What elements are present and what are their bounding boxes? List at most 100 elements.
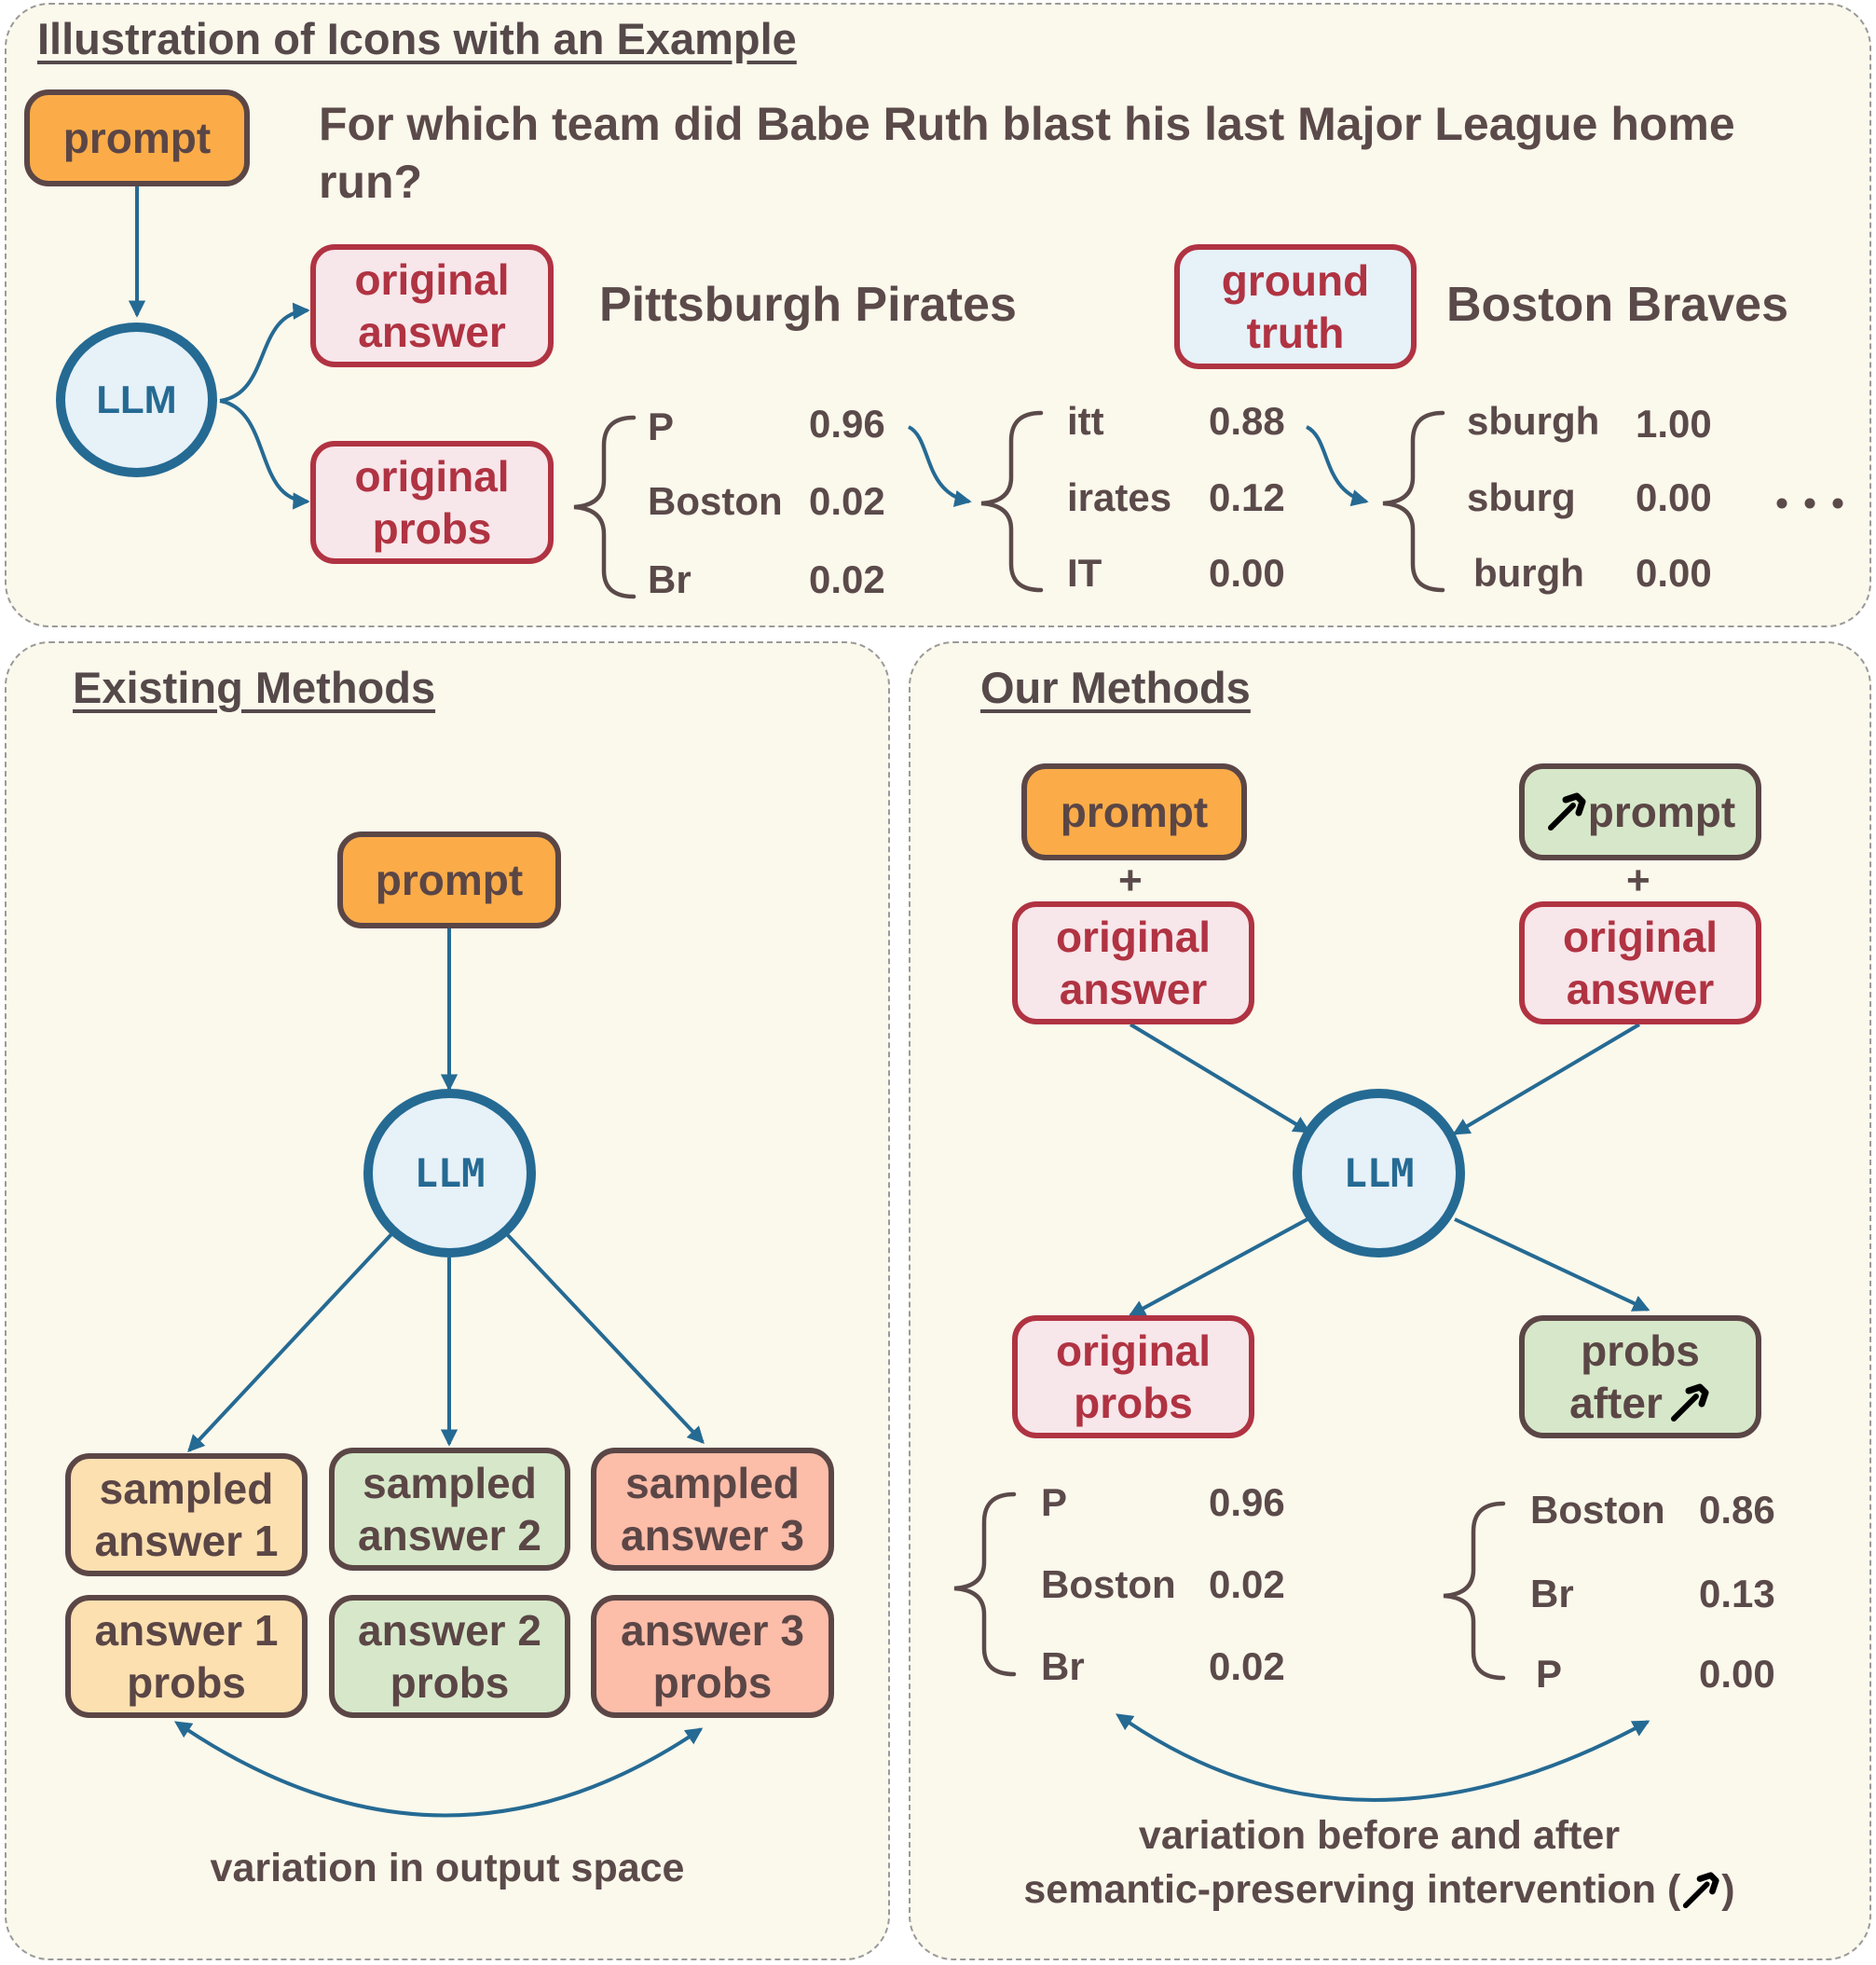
answer-3-probs-line2: probs xyxy=(652,1658,773,1707)
original-probs-line2: probs xyxy=(372,504,492,553)
token: Br xyxy=(1530,1572,1574,1615)
token: P xyxy=(1041,1480,1068,1524)
arrow-answer-to-llm-left xyxy=(1129,1023,1311,1134)
answer-2-probs-box: answer 2 probs xyxy=(329,1595,570,1718)
ellipsis-dots xyxy=(1776,498,1843,509)
sampled-answer-2-line2: answer 2 xyxy=(358,1511,541,1560)
token: sburg xyxy=(1467,475,1576,519)
hammer-icon xyxy=(1547,792,1586,831)
token: itt xyxy=(1067,399,1104,443)
probs-after-line2-row: after xyxy=(1569,1377,1711,1429)
probs-after-box: probs after xyxy=(1519,1315,1761,1438)
sampled-answer-1-line1: sampled xyxy=(99,1464,274,1513)
sampled-answer-1-line2: answer 1 xyxy=(94,1517,279,1565)
token-prob: 0.86 xyxy=(1699,1488,1775,1532)
token-prob: 0.02 xyxy=(1209,1562,1285,1606)
brace-ours-left xyxy=(953,1491,1017,1677)
token-prob: 0.88 xyxy=(1209,399,1285,443)
existing-methods-heading: Existing Methods xyxy=(73,663,436,712)
token: Br xyxy=(648,557,692,601)
intervened-prompt-box: prompt xyxy=(1519,763,1761,860)
ours-caption-line2-end: ) xyxy=(1721,1867,1735,1912)
token-prob: 0.12 xyxy=(1209,475,1285,519)
token-prob: 0.02 xyxy=(809,557,885,601)
ground-truth-line1: ground xyxy=(1221,256,1370,305)
prompt-box-top: prompt xyxy=(24,89,250,186)
original-probs-line1: original xyxy=(1055,1326,1212,1375)
prompt-label: prompt xyxy=(62,114,212,162)
existing-caption: variation in output space xyxy=(210,1846,685,1890)
token: irates xyxy=(1067,475,1172,519)
arrow-llm-to-sample-3 xyxy=(503,1230,705,1445)
answer-1-probs-line2: probs xyxy=(127,1658,246,1707)
token: Boston xyxy=(648,479,783,523)
brace-top-2 xyxy=(980,410,1044,593)
original-answer-line2: answer xyxy=(1566,965,1715,1013)
token: IT xyxy=(1067,551,1102,595)
arrow-llm-to-probs-after xyxy=(1454,1217,1650,1312)
ground-truth-line2: truth xyxy=(1246,309,1345,357)
token-prob: 0.13 xyxy=(1699,1572,1775,1615)
llm-label: LLM xyxy=(1343,1150,1415,1196)
prompt-label: prompt xyxy=(375,856,524,904)
arrow-llm-to-original-probs xyxy=(1128,1217,1308,1317)
answer-2-probs-line1: answer 2 xyxy=(358,1606,541,1655)
sampled-answer-2-box: sampled answer 2 xyxy=(329,1448,570,1571)
our-methods-panel xyxy=(909,641,1871,1960)
llm-label: LLM xyxy=(414,1150,486,1196)
plus-sign-right: + xyxy=(1626,858,1650,903)
answer-3-probs-line1: answer 3 xyxy=(621,1606,804,1655)
token: burgh xyxy=(1473,551,1584,595)
arrow-token-step-2 xyxy=(1305,425,1369,507)
probs-after-line2: after xyxy=(1569,1379,1663,1427)
hammer-icon xyxy=(1683,1871,1719,1908)
original-answer-line2: answer xyxy=(1059,965,1208,1013)
answer-3-probs-box: answer 3 probs xyxy=(591,1595,834,1718)
brace-ours-right xyxy=(1443,1501,1506,1681)
brace-top-3 xyxy=(1382,410,1445,593)
sampled-answer-3-line1: sampled xyxy=(625,1459,800,1507)
sampled-answer-3-box: sampled answer 3 xyxy=(591,1448,834,1571)
prompt-box-existing: prompt xyxy=(337,831,561,928)
llm-node-existing: LLM xyxy=(363,1089,536,1257)
hammer-icon xyxy=(1670,1383,1709,1422)
answer-2-probs-line2: probs xyxy=(390,1658,510,1707)
token-prob: 0.96 xyxy=(1209,1480,1285,1524)
original-answer-box-top: original answer xyxy=(310,244,554,367)
arrow-variation-ours xyxy=(1116,1713,1650,1802)
ours-caption-line1: variation before and after xyxy=(1138,1813,1621,1858)
token: Br xyxy=(1041,1644,1085,1688)
answer-1-probs-box: answer 1 probs xyxy=(65,1595,308,1718)
token-prob: 0.00 xyxy=(1636,551,1712,595)
brace-top-1 xyxy=(573,415,637,599)
token-prob: 0.00 xyxy=(1699,1652,1775,1696)
token: sburgh xyxy=(1467,399,1600,443)
token-prob: 0.02 xyxy=(1209,1644,1285,1688)
original-answer-line1: original xyxy=(1562,913,1719,961)
llm-node-ours: LLM xyxy=(1293,1089,1465,1257)
token: P xyxy=(648,405,675,448)
original-probs-box-top: original probs xyxy=(310,441,554,564)
llm-label: LLM xyxy=(96,378,177,421)
original-answer-line1: original xyxy=(354,255,510,304)
original-probs-line1: original xyxy=(354,452,510,501)
ours-caption-line2: semantic-preserving intervention ( xyxy=(1023,1867,1681,1912)
original-probs-line2: probs xyxy=(1074,1379,1193,1427)
answer-1-probs-line1: answer 1 xyxy=(94,1606,279,1655)
arrow-llm-to-sample-1 xyxy=(187,1230,395,1453)
token-prob: 0.00 xyxy=(1209,551,1285,595)
sampled-answer-2-line1: sampled xyxy=(363,1459,537,1507)
answer-text: Pittsburgh Pirates xyxy=(599,278,1017,332)
arrow-token-step-1 xyxy=(907,425,972,507)
example-heading: Illustration of Icons with an Example xyxy=(37,14,797,63)
original-answer-box-left: original answer xyxy=(1012,901,1254,1024)
question-text: For which team did Babe Ruth blast his l… xyxy=(319,98,1735,208)
original-answer-line1: original xyxy=(1055,913,1212,961)
llm-node-top: LLM xyxy=(56,323,217,477)
token: P xyxy=(1536,1652,1563,1696)
arrow-variation-existing xyxy=(173,1721,704,1818)
token-prob: 0.02 xyxy=(809,479,885,523)
token-prob: 0.00 xyxy=(1636,475,1712,519)
token: Boston xyxy=(1041,1562,1176,1606)
